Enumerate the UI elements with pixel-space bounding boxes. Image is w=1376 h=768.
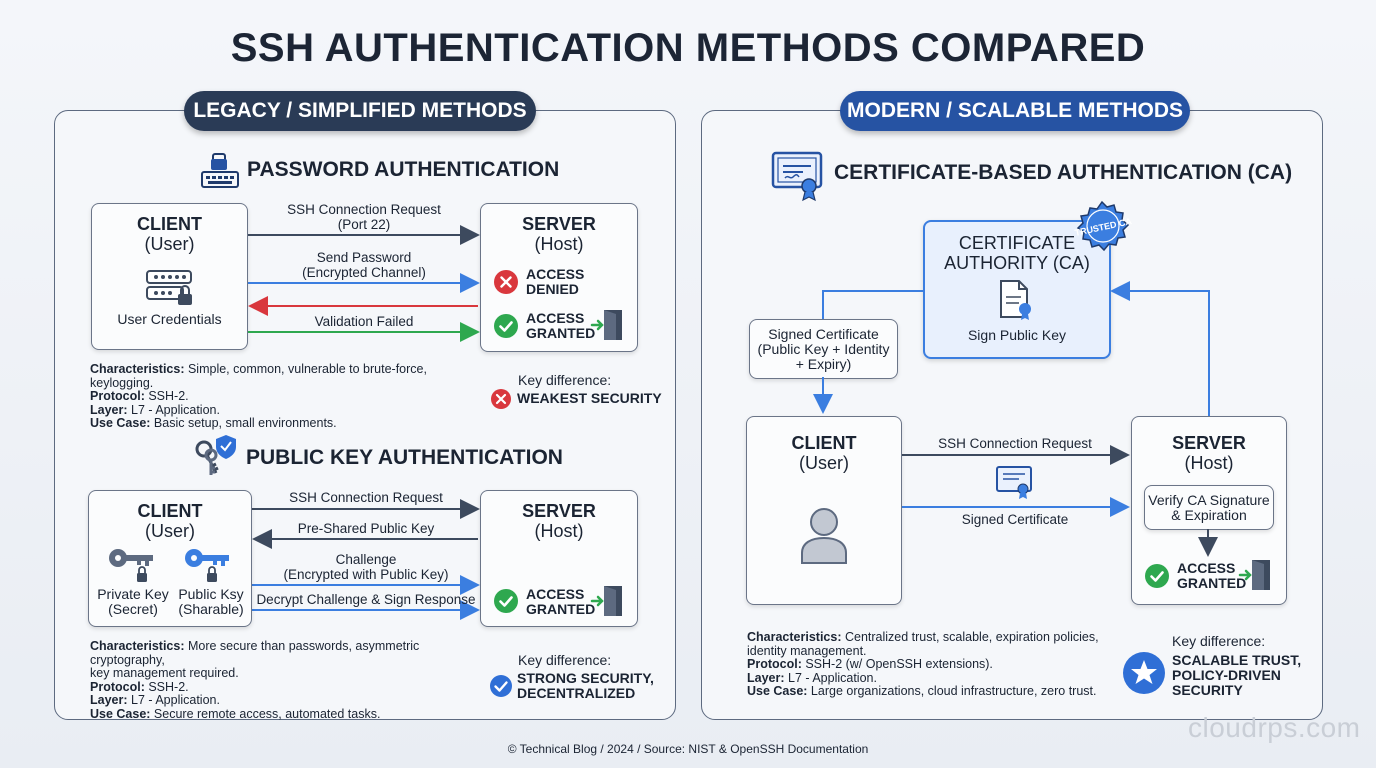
arrow-label-challenge: Challenge(Encrypted with Public Key) xyxy=(283,552,449,582)
password-auth-heading: PASSWORD AUTHENTICATION xyxy=(247,158,560,181)
ca-client-box: CLIENT (User) xyxy=(746,416,902,605)
keyboard-lock-icon xyxy=(200,148,240,190)
user-avatar-icon xyxy=(799,507,849,570)
arrow-label-ca-cert: Signed Certificate xyxy=(961,512,1069,527)
password-description: Characteristics: Simple, common, vulnera… xyxy=(90,362,427,430)
granted-check-icon xyxy=(493,588,519,619)
server-subtitle: (Host) xyxy=(1184,453,1234,473)
arrow-label-pk-request: SSH Connection Request xyxy=(289,490,443,505)
strong-check-icon xyxy=(489,674,513,703)
client-subtitle: (User) xyxy=(799,453,849,473)
star-badge-icon xyxy=(1122,651,1166,700)
denied-x-icon xyxy=(493,269,519,300)
server-title: SERVER xyxy=(1172,433,1246,453)
client-title: CLIENT xyxy=(791,433,857,453)
watermark: cloudrps.com xyxy=(1188,712,1361,743)
public-key-label: Public Ksy(Sharable) xyxy=(178,586,244,617)
door-icon xyxy=(1238,558,1272,597)
footer-source: © Technical Blog / 2024 / Source: NIST &… xyxy=(507,742,869,756)
publickey-description: Characteristics: More secure than passwo… xyxy=(90,639,420,721)
password-client-box: CLIENT (User) User Credentials xyxy=(91,203,248,350)
client-subtitle: (User) xyxy=(144,234,195,254)
publickey-client-box: CLIENT (User) Private Key(Secret) Public… xyxy=(88,490,252,627)
client-subtitle: (User) xyxy=(145,521,195,541)
ca-keydiff-label: Key difference: xyxy=(1172,633,1266,649)
door-icon xyxy=(590,308,624,347)
modern-methods-panel xyxy=(701,110,1323,720)
server-title: SERVER xyxy=(522,501,596,521)
ca-auth-heading: CERTIFICATE-BASED AUTHENTICATION (CA) xyxy=(834,161,1293,184)
publickey-keydiff-value: STRONG SECURITY,DECENTRALIZED xyxy=(517,670,654,701)
small-certificate-icon xyxy=(995,465,1035,506)
credentials-icon xyxy=(146,269,194,309)
server-title: SERVER xyxy=(522,214,596,234)
arrow-label-send-password: Send Password(Encrypted Channel) xyxy=(302,250,426,280)
arrow-label-preshared: Pre-Shared Public Key xyxy=(297,521,435,536)
arrow-server-to-ca xyxy=(1110,281,1210,416)
granted-check-icon xyxy=(493,313,519,344)
client-title: CLIENT xyxy=(137,214,202,234)
door-icon xyxy=(590,584,624,623)
client-title: CLIENT xyxy=(137,501,203,521)
publickey-keydiff-label: Key difference: xyxy=(518,652,612,668)
sign-public-key-label: Sign Public Key xyxy=(967,327,1067,343)
granted-check-icon xyxy=(1144,563,1170,594)
document-sign-icon xyxy=(997,279,1037,326)
modern-methods-header: MODERN / SCALABLE METHODS xyxy=(840,91,1190,131)
server-subtitle: (Host) xyxy=(534,521,584,541)
password-keydiff-value: WEAKEST SECURITY xyxy=(517,390,662,406)
weak-x-icon xyxy=(490,388,512,415)
publickey-auth-heading: PUBLIC KEY AUTHENTICATION xyxy=(246,446,563,469)
private-key-label: Private Key(Secret) xyxy=(97,586,169,617)
arrow-label-ca-request: SSH Connection Request xyxy=(938,436,1092,451)
page-title: SSH AUTHENTICATION METHODS COMPARED xyxy=(230,26,1146,70)
keys-shield-icon xyxy=(194,433,240,484)
legacy-methods-header: LEGACY / SIMPLIFIED METHODS xyxy=(184,91,536,131)
password-keydiff-label: Key difference: xyxy=(518,372,612,388)
trusted-ca-badge: TRUSTED CA xyxy=(1070,200,1134,261)
user-credentials-label: User Credentials xyxy=(117,311,222,327)
arrow-ca-to-cert xyxy=(822,290,923,319)
public-key-icon xyxy=(183,547,233,588)
arrow-label-response: Decrypt Challenge & Sign Response xyxy=(256,592,476,607)
arrow-label-validation-failed: Validation Failed xyxy=(314,314,414,329)
verify-signature-box: Verify CA Signature& Expiration xyxy=(1144,485,1274,530)
arrow-label-ssh-request: SSH Connection Request(Port 22) xyxy=(287,202,441,232)
certificate-icon xyxy=(771,150,825,207)
private-key-icon xyxy=(107,547,157,588)
signed-certificate-box: Signed Certificate(Public Key + Identity… xyxy=(749,319,898,379)
server-subtitle: (Host) xyxy=(534,234,584,254)
ca-description: Characteristics: Centralized trust, scal… xyxy=(747,630,1099,698)
